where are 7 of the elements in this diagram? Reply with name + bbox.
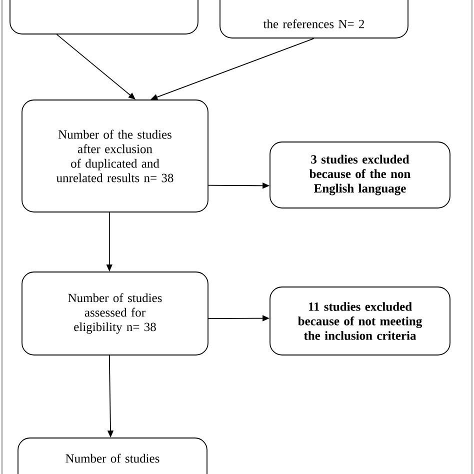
process-box: 11 studies excluded because of not meeting the inclusion criteria: [270, 286, 450, 356]
process-box: Number of the studies after exclusion of duplicated and unrelated results n= 38: [22, 100, 208, 212]
process-box: Number of studies: [18, 438, 208, 474]
process-box: Number of studies assessed for eligibility n= 38: [22, 272, 208, 356]
process-box: 3 studies excluded because of the non English language: [270, 142, 450, 208]
empty-box: [10, 0, 198, 34]
process-box: the references N= 2: [220, 0, 408, 38]
